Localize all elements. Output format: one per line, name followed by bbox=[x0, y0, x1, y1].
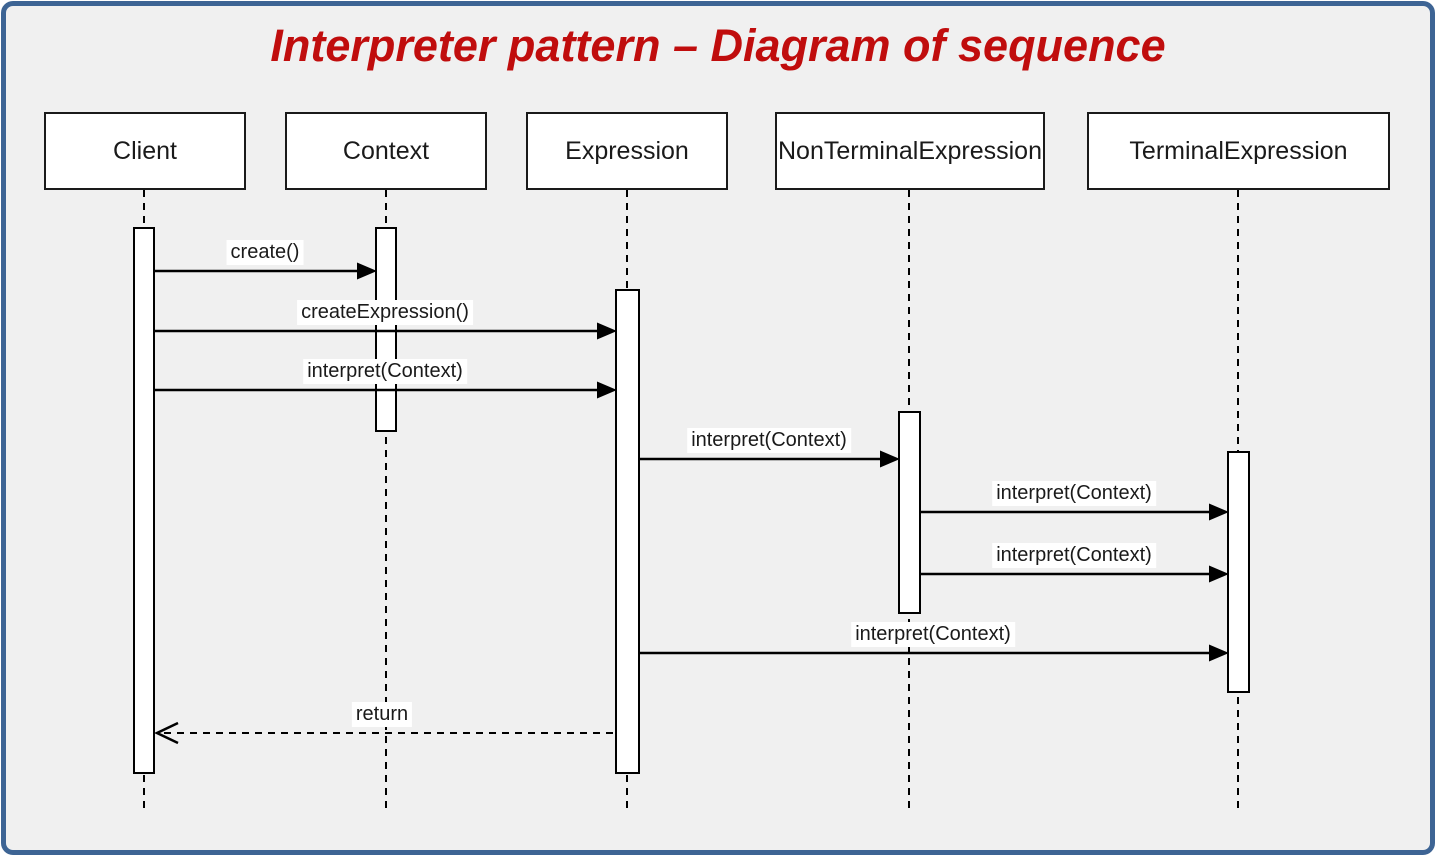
arrowhead-right-icon bbox=[1209, 644, 1229, 662]
message-label-interpret-1: interpret(Context) bbox=[303, 359, 467, 384]
participant-box-expression: Expression bbox=[526, 112, 728, 190]
diagram-title: Interpreter pattern – Diagram of sequenc… bbox=[270, 20, 1166, 71]
activation-bar-client bbox=[133, 227, 155, 774]
message-label-return: return bbox=[351, 702, 413, 727]
arrowhead-right-icon bbox=[597, 381, 617, 399]
participant-label: Client bbox=[113, 136, 177, 165]
participant-label: Context bbox=[342, 136, 430, 165]
message-label-create: create() bbox=[226, 240, 304, 265]
activation-bar-context bbox=[375, 227, 397, 432]
participant-box-context: Context bbox=[285, 112, 487, 190]
participant-box-terminalexpression: TerminalExpression bbox=[1087, 112, 1390, 190]
arrowhead-open-left-icon bbox=[154, 721, 179, 745]
message-label-interpret-5: interpret(Context) bbox=[851, 622, 1015, 647]
activation-bar-terminalexpression bbox=[1227, 451, 1250, 693]
message-label-interpret-3: interpret(Context) bbox=[992, 481, 1156, 506]
participant-label: NonTerminalExpression bbox=[777, 136, 1042, 165]
activation-bar-expression bbox=[615, 289, 640, 774]
message-label-interpret-4: interpret(Context) bbox=[992, 543, 1156, 568]
message-label-interpret-2: interpret(Context) bbox=[687, 428, 851, 453]
arrowhead-right-icon bbox=[1209, 565, 1229, 583]
participant-label: TerminalExpression bbox=[1129, 136, 1348, 165]
activation-bar-nonterminalexpression bbox=[898, 411, 921, 614]
arrowhead-right-icon bbox=[597, 322, 617, 340]
participant-box-client: Client bbox=[44, 112, 246, 190]
participant-label: Expression bbox=[565, 136, 689, 165]
arrowhead-right-icon bbox=[1209, 503, 1229, 521]
arrowhead-right-icon bbox=[357, 262, 377, 280]
participant-box-nonterminalexpression: NonTerminalExpression bbox=[775, 112, 1045, 190]
arrowhead-right-icon bbox=[880, 450, 900, 468]
message-label-create-expression: createExpression() bbox=[297, 300, 473, 325]
